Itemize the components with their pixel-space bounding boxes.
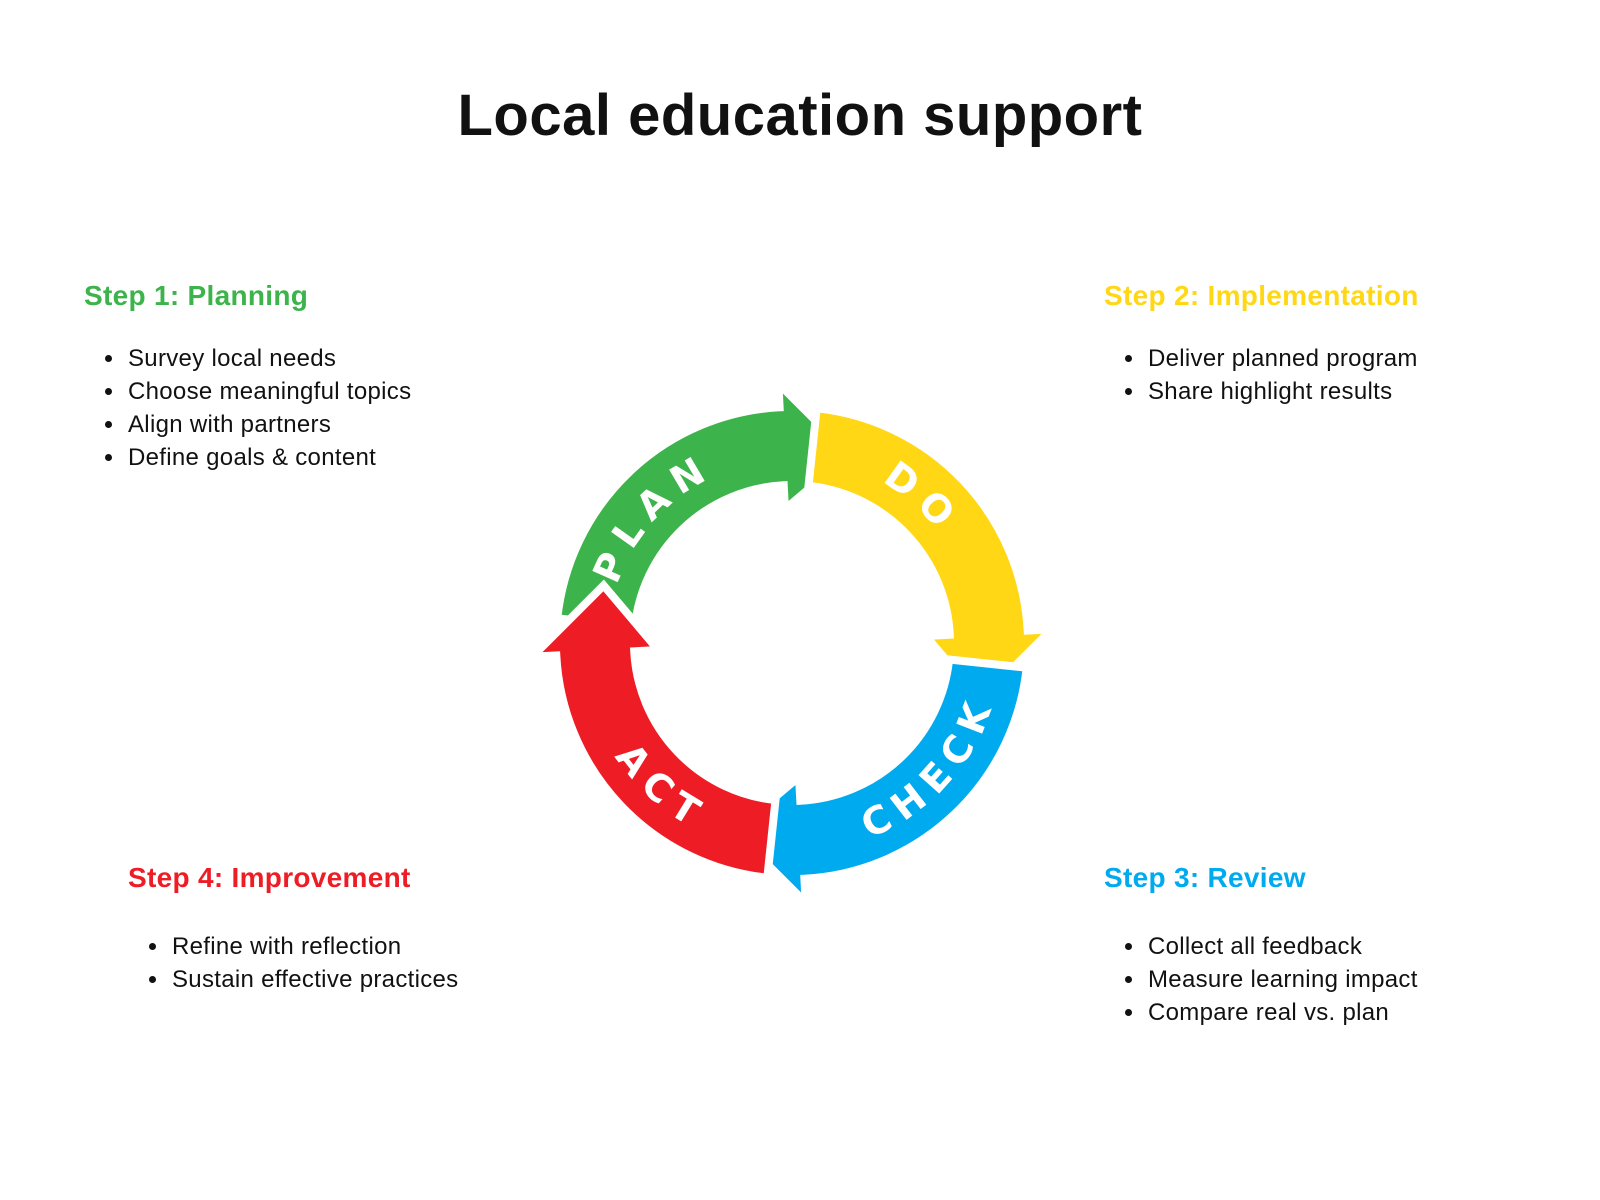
act-arrow <box>522 579 780 883</box>
step-1-planning: Step 1: Planning Survey local needs Choo… <box>84 280 411 474</box>
list-item: Refine with reflection <box>170 930 458 963</box>
step-1-heading: Step 1: Planning <box>84 280 309 311</box>
list-item: Sustain effective practices <box>170 963 458 996</box>
step-4-improvement: Step 4: Improvement Refine with reflecti… <box>128 862 458 996</box>
list-item: Measure learning impact <box>1146 963 1418 996</box>
list-item: Deliver planned program <box>1146 342 1419 375</box>
list-item: Survey local needs <box>126 342 411 375</box>
list-item: Align with partners <box>126 408 411 441</box>
plan-arrow <box>552 373 856 631</box>
step-3-heading: Step 3: Review <box>1104 862 1306 893</box>
step-4-list: Refine with reflection Sustain effective… <box>128 930 458 996</box>
do-arrow <box>804 403 1062 707</box>
list-item: Share highlight results <box>1146 375 1419 408</box>
list-item: Compare real vs. plan <box>1146 996 1418 1029</box>
step-2-heading: Step 2: Implementation <box>1104 280 1419 311</box>
step-1-list: Survey local needs Choose meaningful top… <box>84 342 411 474</box>
page-title: Local education support <box>457 83 1143 148</box>
step-2-implementation: Step 2: Implementation Deliver planned p… <box>1104 280 1419 408</box>
list-item: Collect all feedback <box>1146 930 1418 963</box>
step-2-list: Deliver planned program Share highlight … <box>1104 342 1419 408</box>
step-3-list: Collect all feedback Measure learning im… <box>1104 930 1418 1029</box>
step-3-review: Step 3: Review Collect all feedback Meas… <box>1104 862 1418 1029</box>
list-item: Choose meaningful topics <box>126 375 411 408</box>
step-4-heading: Step 4: Improvement <box>128 862 411 893</box>
list-item: Define goals & content <box>126 441 411 474</box>
check-arrow <box>728 655 1032 913</box>
